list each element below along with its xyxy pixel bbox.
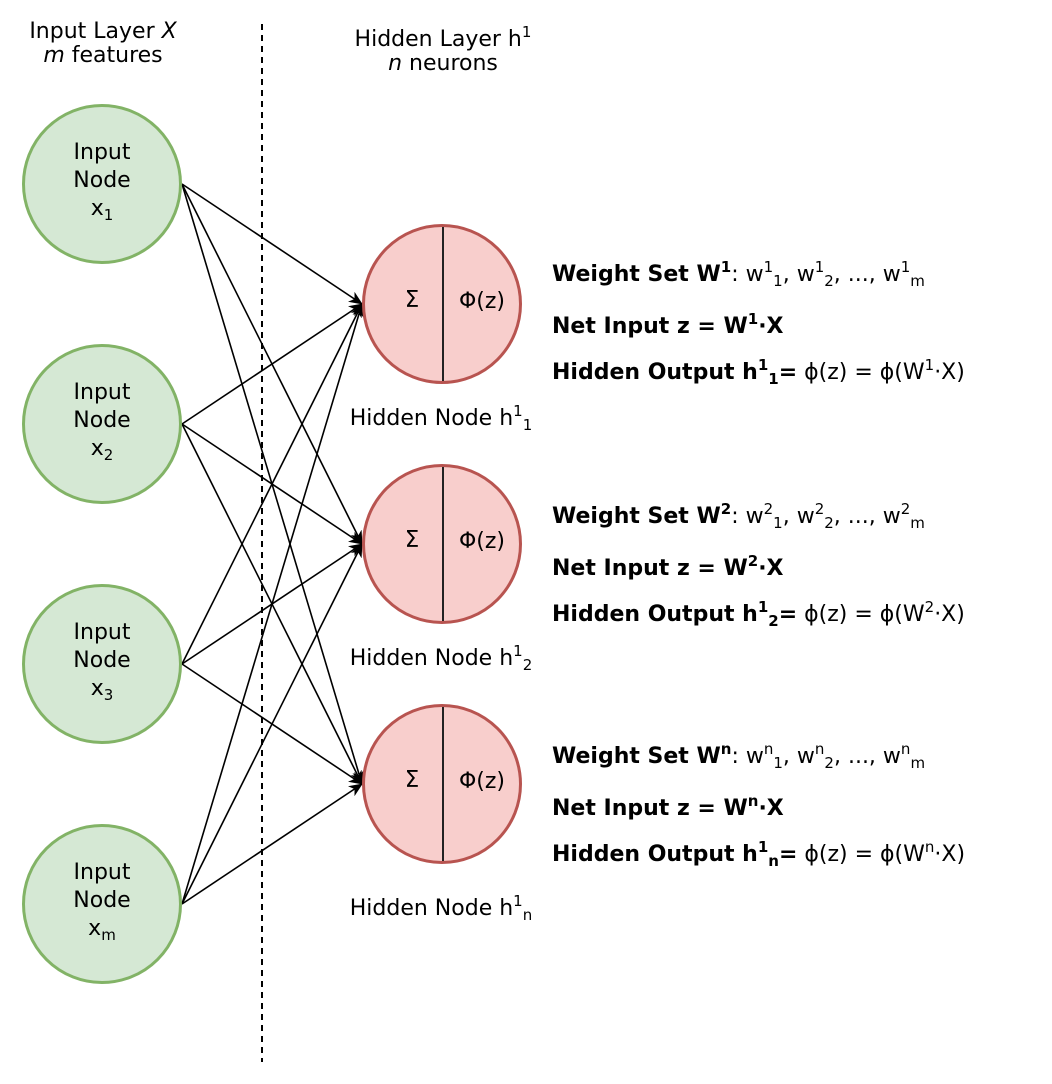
input-node-x3: Input Node x3 (22, 584, 182, 744)
edge-input-2-to-hidden-1 (181, 303, 363, 425)
edges (181, 183, 365, 905)
weight-set-line: Weight Set W1: w11, w12, ..., w1m (552, 258, 925, 290)
input-node-label: Input Node xm (73, 860, 131, 944)
input-node-x1: Input Node x1 (22, 104, 182, 264)
node-divider (442, 227, 444, 381)
hidden-node-2: Σ Φ(z) (362, 464, 522, 624)
weight-set-line: Weight Set W2: w21, w22, ..., w2m (552, 500, 925, 532)
hidden-layer-header: Hidden Layer h1 n neurons (354, 23, 532, 76)
input-layer-header: Input Layer X m features (29, 19, 177, 68)
hidden-node-info: Weight Set W1: w11, w12, ..., w1m Net In… (552, 248, 965, 398)
hidden-output-line: Hidden Output h1n= ϕ(z) = ϕ(Wn·X) (552, 838, 966, 870)
net-input-line: Net Input z = W1·X (552, 310, 784, 339)
hidden-output-line: Hidden Output h11= ϕ(z) = ϕ(W1·X) (552, 356, 965, 388)
hidden-node-1: Σ Φ(z) (362, 224, 522, 384)
hidden-node-n: Σ Φ(z) (362, 704, 522, 864)
node-divider (442, 707, 444, 861)
node-divider (442, 467, 444, 621)
input-node-x2: Input Node x2 (22, 344, 182, 504)
activation-symbol: Φ(z) (458, 289, 506, 314)
edge-input-4-to-hidden-1 (181, 303, 365, 905)
edge-input-3-to-hidden-1 (181, 303, 363, 665)
sum-symbol: Σ (404, 767, 420, 793)
net-input-line: Net Input z = W2·X (552, 552, 784, 581)
hidden-node-caption: Hidden Node h12 (349, 642, 533, 674)
input-node-xm: Input Node xm (22, 824, 182, 984)
hidden-output-line: Hidden Output h12= ϕ(z) = ϕ(W2·X) (552, 598, 965, 630)
hidden-node-caption: Hidden Node h1n (349, 892, 533, 924)
hidden-node-caption: Hidden Node h11 (349, 402, 533, 434)
sum-symbol: Σ (404, 287, 420, 313)
edge-input-4-to-hidden-3 (181, 783, 363, 905)
input-node-label: Input Node x1 (73, 140, 131, 224)
input-node-label: Input Node x2 (73, 380, 131, 464)
hidden-node-info: Weight Set W2: w21, w22, ..., w2m Net In… (552, 490, 965, 640)
activation-symbol: Φ(z) (458, 529, 506, 554)
hidden-node-info: Weight Set Wn: wn1, wn2, ..., wnm Net In… (552, 730, 965, 880)
net-input-line: Net Input z = Wn·X (552, 792, 784, 821)
sum-symbol: Σ (404, 527, 420, 553)
weight-set-line: Weight Set Wn: wn1, wn2, ..., wnm (552, 740, 926, 772)
input-node-label: Input Node x3 (73, 620, 131, 704)
edge-input-1-to-hidden-1 (181, 183, 363, 305)
edge-input-4-to-hidden-2 (181, 543, 363, 905)
activation-symbol: Φ(z) (458, 769, 506, 794)
